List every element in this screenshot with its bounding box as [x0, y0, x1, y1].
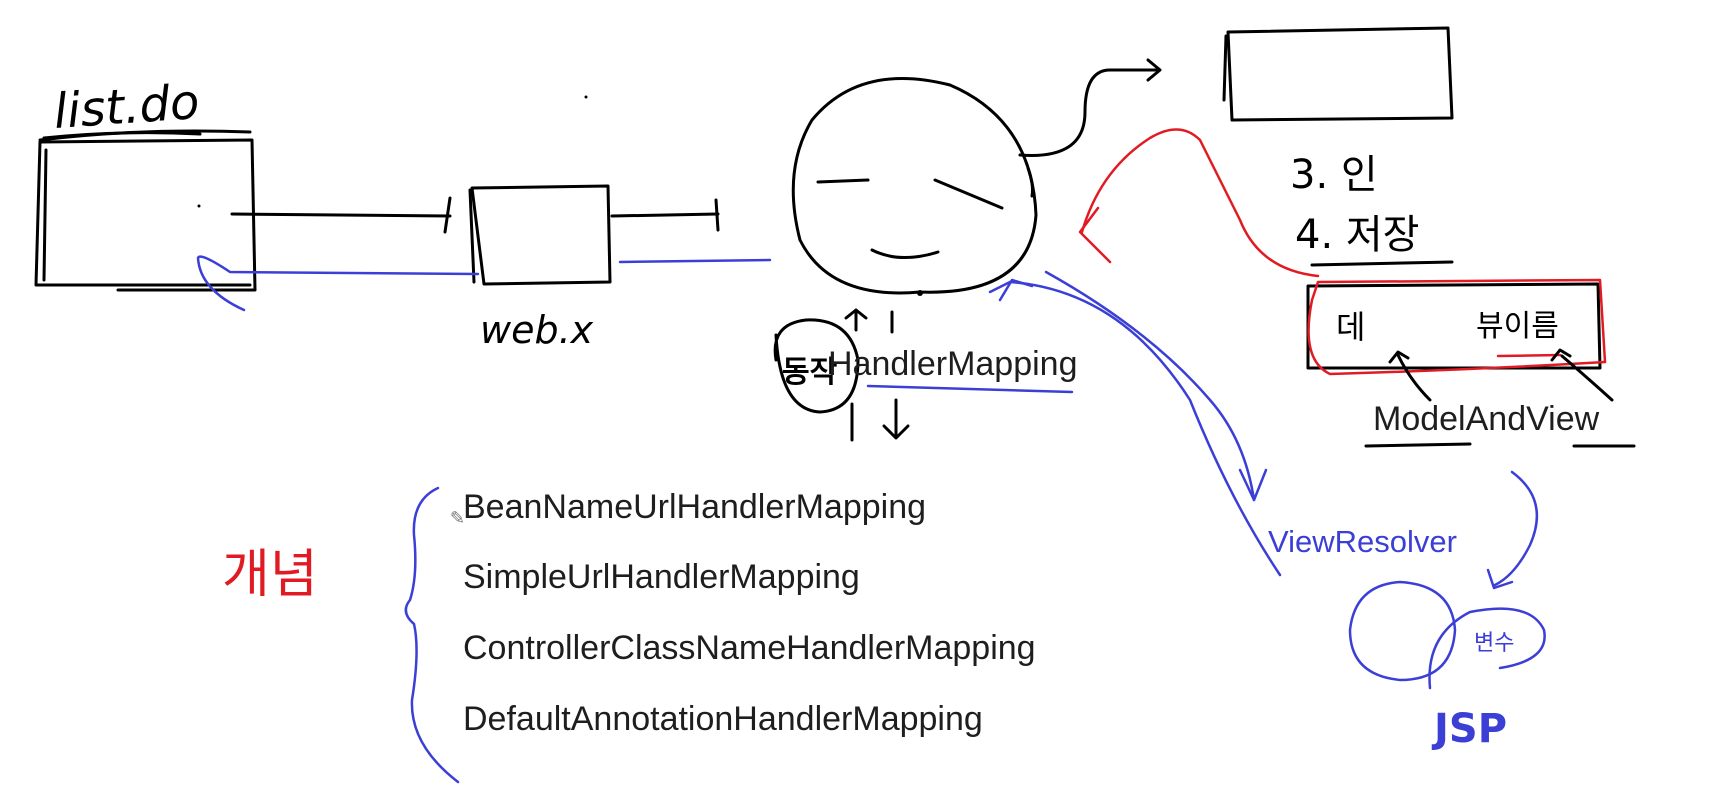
circled-note-text: 동작 — [782, 355, 838, 390]
controller-box — [1222, 26, 1454, 122]
pen-cursor-icon: ✎ — [450, 508, 465, 529]
step4-note: 4. 저장 — [1295, 212, 1419, 258]
view-name-underline — [1496, 353, 1562, 358]
model-underline — [1364, 442, 1472, 448]
request-label: list.do — [52, 74, 201, 140]
step4-underline — [1310, 260, 1454, 267]
mapping-type-2: SimpleUrlHandlerMapping — [463, 558, 860, 596]
mapping-type-3: ControllerClassNameHandlerMapping — [463, 629, 1036, 667]
model-data-note: 데 — [1336, 308, 1365, 346]
model-and-view-box — [1306, 278, 1607, 376]
step3-note: 3. 인 — [1290, 152, 1378, 198]
view-name-note: 뷰이름 — [1476, 309, 1559, 344]
view-resolver-label: ViewResolver — [1268, 524, 1457, 559]
blue-flow-to-viewresolver — [988, 270, 1282, 577]
dispatcher-circle — [791, 77, 1038, 296]
webxml-label: web.x — [480, 308, 594, 352]
mapping-type-4: DefaultAnnotationHandlerMapping — [463, 700, 983, 738]
arrow-request-to-webxml — [230, 196, 452, 234]
mapping-type-1: BeanNameUrlHandlerMapping — [463, 488, 926, 526]
handler-mapping-label: HandlerMapping — [828, 345, 1078, 383]
jsp-label: JSP — [1431, 706, 1507, 752]
stray-dot — [584, 95, 588, 99]
jsp-circles — [1348, 580, 1546, 690]
red-return-arrow — [1078, 128, 1320, 278]
blue-arrow-to-jsp — [1486, 470, 1539, 590]
request-underline — [42, 131, 202, 140]
blue-return-path — [196, 255, 772, 312]
handler-mapping-underline — [866, 384, 1074, 394]
mapping-list-brace — [404, 486, 460, 784]
arrow-to-controller — [1018, 58, 1162, 198]
model-and-view-label: ModelAndView — [1373, 400, 1600, 438]
modelandview-pointers — [1388, 348, 1614, 402]
circled-note — [773, 318, 860, 414]
handler-arrows — [844, 308, 910, 442]
bracket-note: 개념 — [222, 545, 318, 605]
arrow-webxml-to-dispatcher — [610, 198, 720, 232]
jsp-circle-note: 변수 — [1474, 631, 1514, 656]
webxml-box — [468, 184, 612, 286]
